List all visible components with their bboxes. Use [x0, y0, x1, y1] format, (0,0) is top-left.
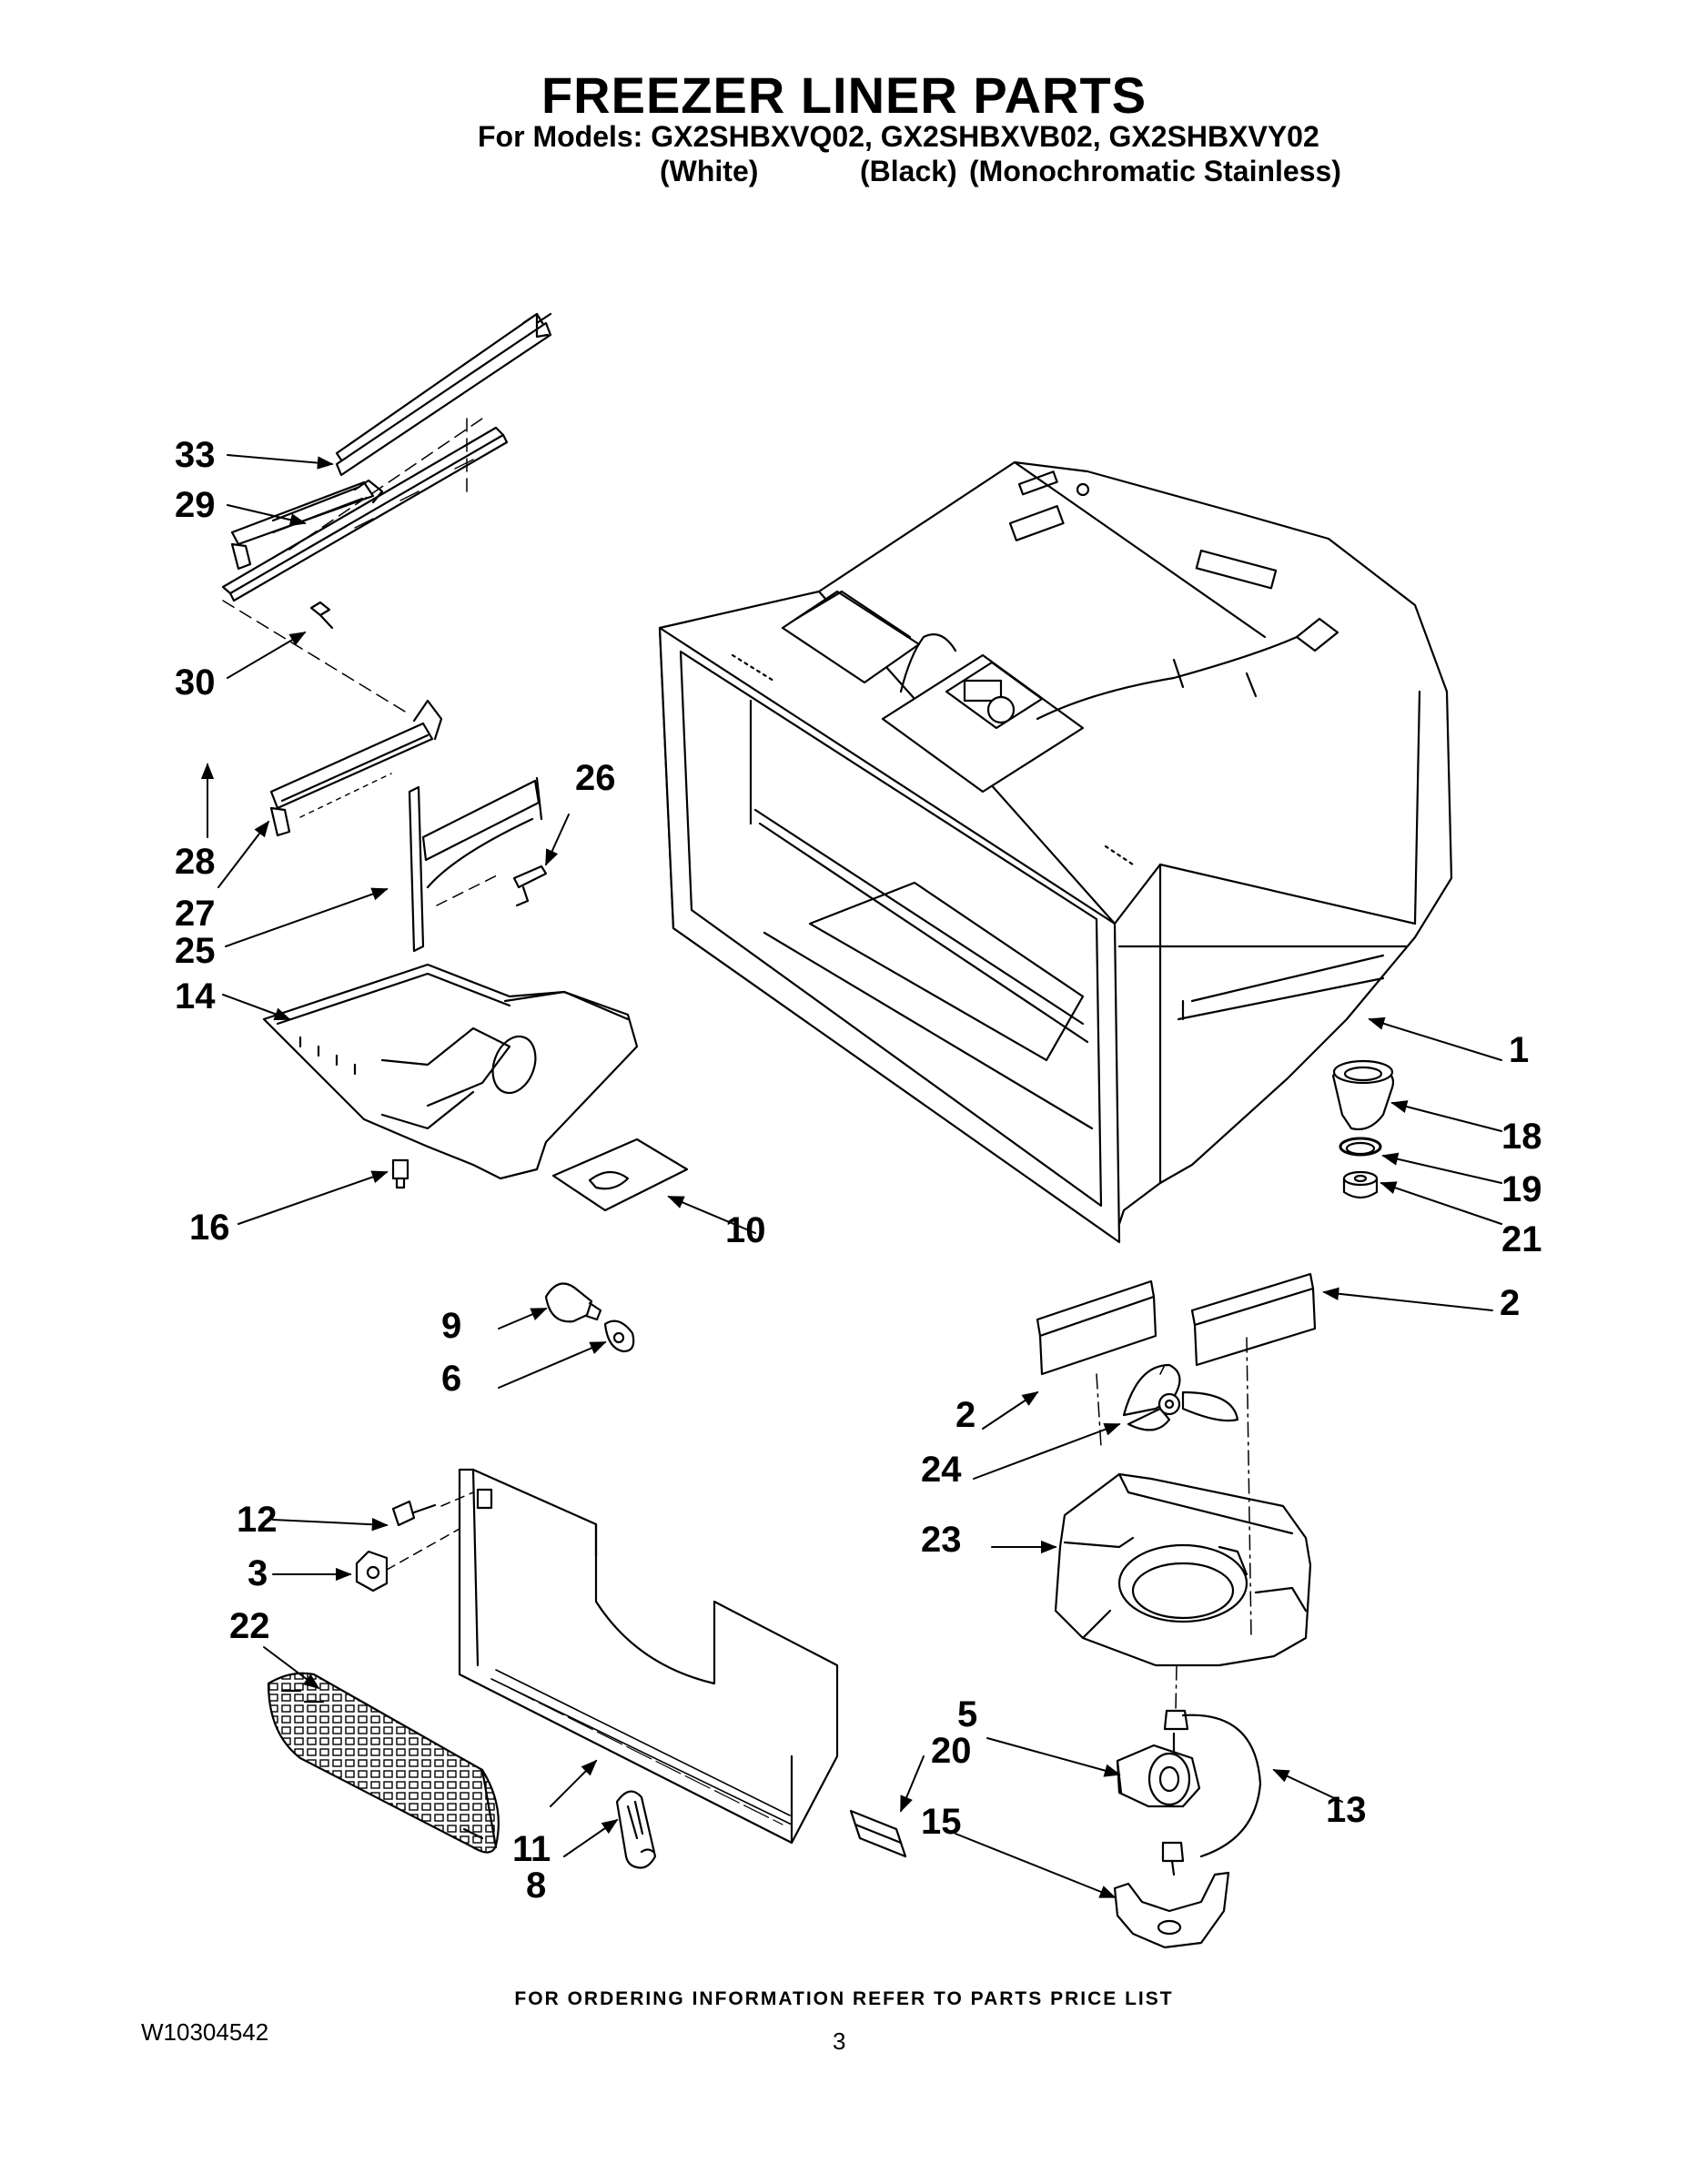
- callout-33: 33: [175, 435, 216, 475]
- callout-26: 26: [575, 758, 616, 798]
- clip: [391, 1158, 409, 1180]
- alignment-lines: [1096, 1337, 1252, 1712]
- callout-22: 22: [229, 1606, 270, 1646]
- screw: [391, 1500, 416, 1527]
- callout-20: 20: [931, 1731, 972, 1771]
- callout-6: 6: [441, 1359, 461, 1399]
- cover-panel: [262, 963, 639, 1180]
- callout-14: 14: [175, 976, 216, 1016]
- callout-13: 13: [1326, 1790, 1367, 1830]
- callout-23: 23: [921, 1520, 962, 1560]
- callout-15: 15: [921, 1802, 962, 1842]
- callout-16: 16: [189, 1208, 230, 1248]
- fan-motor: [1116, 1709, 1262, 1876]
- rail-assembly: [221, 312, 552, 837]
- evaporator-cover-panel: [458, 1468, 839, 1845]
- callout-24: 24: [921, 1450, 962, 1490]
- thermistor: [615, 1790, 657, 1869]
- callout-28: 28: [175, 842, 216, 882]
- callout-2-left: 2: [955, 1395, 975, 1435]
- air-grille: [267, 1672, 500, 1854]
- callout-numbers: 33 29 30 28 27 25 26 14 16 10 9 6 12 3 2…: [175, 435, 1542, 1906]
- callout-11: 11: [512, 1829, 551, 1869]
- callout-27: 27: [175, 894, 216, 934]
- tape-strip: [849, 1809, 903, 1845]
- light-bulb: [544, 1282, 593, 1323]
- document-number: W10304542: [141, 2018, 269, 2046]
- fan-blade: [1122, 1363, 1239, 1431]
- callout-12: 12: [237, 1500, 278, 1540]
- callout-3: 3: [248, 1553, 268, 1593]
- callout-10: 10: [725, 1210, 766, 1250]
- callout-18: 18: [1501, 1117, 1542, 1157]
- color-black: (Black): [860, 155, 957, 187]
- callout-1: 1: [1509, 1030, 1529, 1070]
- models-line: For Models: GX2SHBXVQ02, GX2SHBXVB02, GX…: [478, 120, 1319, 153]
- callout-2-right: 2: [1500, 1283, 1520, 1323]
- mount-bracket: [355, 1550, 389, 1592]
- callout-8: 8: [526, 1866, 546, 1906]
- callout-leaders: [200, 454, 1502, 1898]
- color-monochromatic-stainless: (Monochromatic Stainless): [969, 155, 1341, 187]
- bracket-and-screw: [408, 776, 548, 953]
- callout-21: 21: [1501, 1219, 1542, 1259]
- page-title: FREEZER LINER PARTS: [541, 66, 1147, 124]
- motor-bracket: [1113, 1871, 1230, 1949]
- fan-shroud: [1054, 1472, 1312, 1667]
- insulation-pads: [1036, 1272, 1317, 1376]
- freezer-liner: [658, 460, 1453, 1244]
- color-white: (White): [660, 155, 759, 187]
- light-socket: [603, 1320, 635, 1353]
- ordering-note: FOR ORDERING INFORMATION REFER TO PARTS …: [514, 1988, 1174, 2009]
- page-number: 3: [833, 2027, 846, 2055]
- callout-25: 25: [175, 931, 216, 971]
- callout-9: 9: [441, 1306, 461, 1346]
- callout-19: 19: [1501, 1169, 1542, 1209]
- callout-30: 30: [175, 662, 216, 703]
- callout-29: 29: [175, 485, 216, 525]
- callout-5: 5: [957, 1694, 977, 1734]
